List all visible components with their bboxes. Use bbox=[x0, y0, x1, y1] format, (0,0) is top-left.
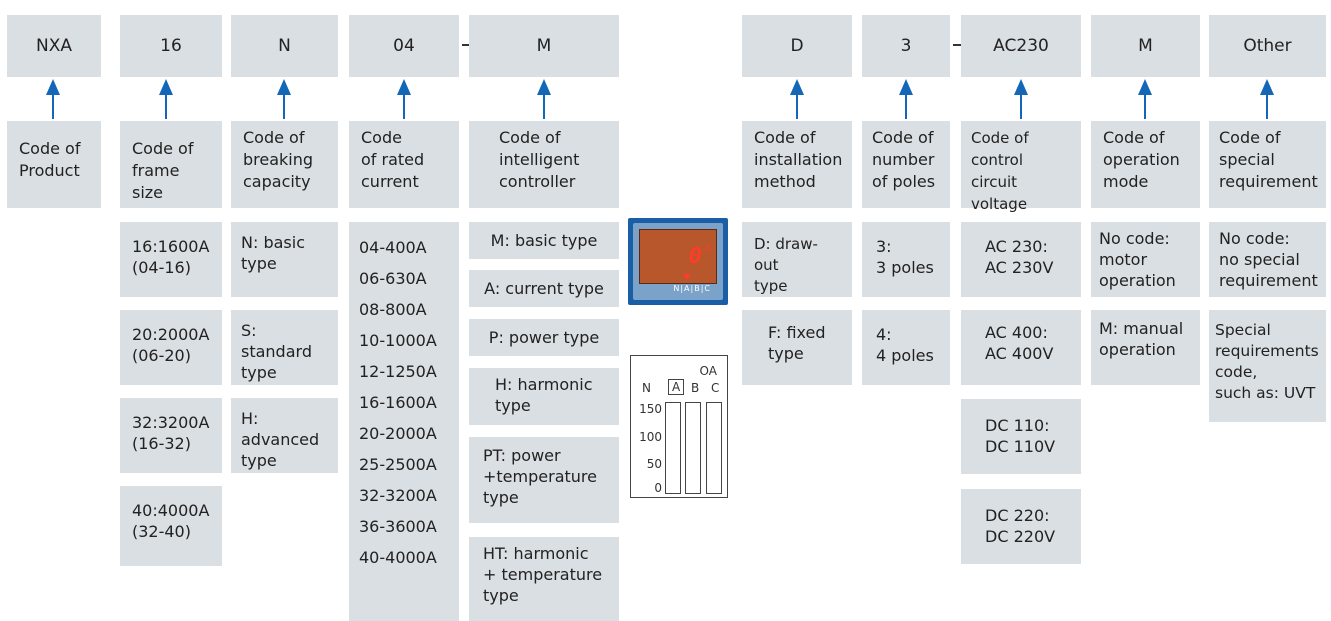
rated-current-item: 16-1600A bbox=[359, 393, 437, 412]
option-breaking-capacity: S: standard type bbox=[231, 310, 338, 385]
option-special: No code: no special requirement bbox=[1209, 222, 1326, 297]
bargraph-tick: 50 bbox=[646, 457, 662, 471]
code-box-operation: M bbox=[1091, 15, 1200, 77]
option-special: Special requirements code, such as: UVT bbox=[1209, 310, 1326, 422]
option-breaking-capacity: H: advanced type bbox=[231, 398, 338, 473]
code-box-product: NXA bbox=[7, 15, 101, 77]
code-box-installation: D bbox=[742, 15, 852, 77]
label-intelligent-controller: Code of intelligent controller bbox=[469, 121, 619, 208]
option-controller: A: current type bbox=[469, 270, 619, 307]
option-controller: H: harmonic type bbox=[469, 368, 619, 425]
rated-current-item: 32-3200A bbox=[359, 486, 437, 505]
code-box-special: Other bbox=[1209, 15, 1326, 77]
label-frame-size: Code of frame size bbox=[120, 121, 222, 208]
label-rated-current: Code of rated current bbox=[349, 121, 459, 208]
label-special-requirement: Code of special requirement bbox=[1209, 121, 1326, 208]
option-frame-size: 20:2000A (06-20) bbox=[120, 310, 222, 385]
display-digit: 0 bbox=[688, 244, 702, 269]
rated-current-item: 04-400A bbox=[359, 238, 427, 257]
label-product: Code of Product bbox=[7, 121, 101, 208]
option-operation: No code: motor operation bbox=[1091, 222, 1200, 297]
code-box-controller: M bbox=[469, 15, 619, 77]
option-controller: PT: power +temperature type bbox=[469, 437, 619, 523]
bargraph-unit: OA bbox=[699, 364, 717, 378]
display-phases: N|A|B|C bbox=[673, 284, 711, 293]
bargraph-display-icon: OA N A B C 150 100 50 0 bbox=[630, 355, 728, 498]
label-number-of-poles: Code of number of poles bbox=[862, 121, 950, 208]
rated-current-item: 10-1000A bbox=[359, 331, 437, 350]
rated-current-list: 04-400A 06-630A 08-800A 10-1000A 12-1250… bbox=[349, 222, 459, 621]
option-voltage: DC 220: DC 220V bbox=[961, 489, 1081, 564]
bargraph-bar bbox=[706, 402, 722, 494]
rated-current-item: 36-3600A bbox=[359, 517, 437, 536]
controller-display-icon: 0 A N|A|B|C bbox=[628, 218, 728, 305]
bargraph-phase-label: A bbox=[668, 379, 685, 395]
bargraph-phase-label: B bbox=[691, 381, 700, 395]
label-control-circuit-voltage: Code of control circuit voltage bbox=[961, 121, 1081, 213]
option-voltage: AC 400: AC 400V bbox=[961, 310, 1081, 385]
bargraph-bar bbox=[685, 402, 701, 494]
code-box-frame-size: 16 bbox=[120, 15, 222, 77]
rated-current-item: 20-2000A bbox=[359, 424, 437, 443]
rated-current-item: 08-800A bbox=[359, 300, 427, 319]
option-controller: P: power type bbox=[469, 319, 619, 356]
option-controller: HT: harmonic + temperature type bbox=[469, 537, 619, 621]
rated-current-item: 12-1250A bbox=[359, 362, 437, 381]
label-breaking-capacity: Code of breaking capacity bbox=[231, 121, 338, 208]
code-box-breaking: N bbox=[231, 15, 338, 77]
option-voltage: AC 230: AC 230V bbox=[961, 222, 1081, 297]
code-box-rated-current: 04 bbox=[349, 15, 459, 77]
option-poles: 4: 4 poles bbox=[862, 310, 950, 385]
option-installation: D: draw-out type bbox=[742, 222, 852, 297]
label-operation-mode: Code of operation mode bbox=[1091, 121, 1200, 208]
display-bezel: 0 A N|A|B|C bbox=[633, 223, 723, 300]
code-box-voltage: AC230 bbox=[961, 15, 1081, 77]
display-screen: 0 A bbox=[639, 229, 717, 284]
bargraph-bar bbox=[665, 402, 681, 494]
code-box-poles: 3 bbox=[862, 15, 950, 77]
display-unit: A bbox=[704, 244, 711, 254]
label-installation-method: Code of installation method bbox=[742, 121, 852, 208]
bargraph-phase-label: N bbox=[642, 381, 651, 395]
option-installation: F: fixed type bbox=[742, 310, 852, 385]
option-frame-size: 16:1600A (04-16) bbox=[120, 222, 222, 297]
option-breaking-capacity: N: basic type bbox=[231, 222, 338, 297]
bargraph-tick: 0 bbox=[654, 481, 662, 495]
rated-current-item: 25-2500A bbox=[359, 455, 437, 474]
option-voltage: DC 110: DC 110V bbox=[961, 399, 1081, 474]
option-frame-size: 40:4000A (32-40) bbox=[120, 486, 222, 566]
option-frame-size: 32:3200A (16-32) bbox=[120, 398, 222, 473]
rated-current-item: 06-630A bbox=[359, 269, 427, 288]
bargraph-phase-label: C bbox=[711, 381, 720, 395]
bargraph-tick: 100 bbox=[639, 430, 662, 444]
option-controller: M: basic type bbox=[469, 222, 619, 259]
option-operation: M: manual operation bbox=[1091, 310, 1200, 385]
separator-dash bbox=[462, 44, 470, 46]
bargraph-tick: 150 bbox=[639, 402, 662, 416]
indicator-triangle-icon bbox=[683, 274, 691, 280]
option-poles: 3: 3 poles bbox=[862, 222, 950, 297]
separator-dash bbox=[953, 44, 961, 46]
rated-current-item: 40-4000A bbox=[359, 548, 437, 567]
